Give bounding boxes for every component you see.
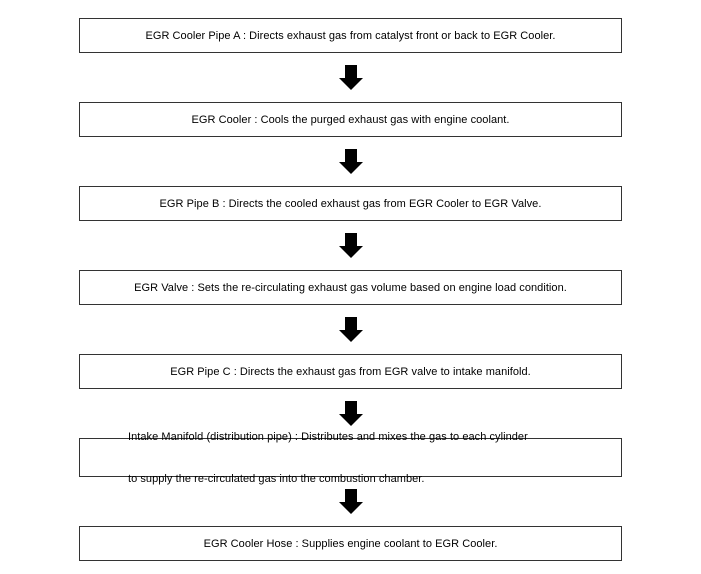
flow-connector-5	[79, 389, 622, 438]
flow-node-label: EGR Pipe C : Directs the exhaust gas fro…	[170, 365, 531, 378]
flow-node-label-line-2: to supply the re-circulated gas into the…	[128, 472, 425, 485]
flow-node-egr-cooler-hose[interactable]: EGR Cooler Hose : Supplies engine coolan…	[79, 526, 622, 561]
flow-connector-1	[79, 53, 622, 102]
flow-node-egr-pipe-c[interactable]: EGR Pipe C : Directs the exhaust gas fro…	[79, 354, 622, 389]
down-arrow-icon	[338, 65, 363, 90]
down-arrow-icon	[338, 401, 363, 426]
down-arrow-icon	[338, 149, 363, 174]
flow-connector-4	[79, 305, 622, 354]
flow-node-label-line-1: Intake Manifold (distribution pipe) : Di…	[128, 430, 528, 443]
flow-connector-3	[79, 221, 622, 270]
flow-node-label: EGR Pipe B : Directs the cooled exhaust …	[159, 197, 542, 210]
flow-node-label: EGR Valve : Sets the re-circulating exha…	[134, 281, 567, 294]
flow-node-egr-pipe-b[interactable]: EGR Pipe B : Directs the cooled exhaust …	[79, 186, 622, 221]
flow-node-egr-cooler-pipe-a[interactable]: EGR Cooler Pipe A : Directs exhaust gas …	[79, 18, 622, 53]
flow-connector-2	[79, 137, 622, 186]
flow-node-egr-valve[interactable]: EGR Valve : Sets the re-circulating exha…	[79, 270, 622, 305]
flow-node-label: EGR Cooler : Cools the purged exhaust ga…	[191, 113, 510, 126]
flowchart-node-stack: EGR Cooler Pipe A : Directs exhaust gas …	[79, 18, 622, 561]
flow-connector-6	[79, 477, 622, 526]
down-arrow-icon	[338, 489, 363, 514]
flow-node-label: EGR Cooler Pipe A : Directs exhaust gas …	[145, 29, 556, 42]
flow-node-label: EGR Cooler Hose : Supplies engine coolan…	[203, 537, 498, 550]
flow-node-egr-cooler[interactable]: EGR Cooler : Cools the purged exhaust ga…	[79, 102, 622, 137]
down-arrow-icon	[338, 233, 363, 258]
flow-node-label: Intake Manifold (distribution pipe) : Di…	[128, 402, 528, 514]
down-arrow-icon	[338, 317, 363, 342]
flow-node-intake-manifold[interactable]: Intake Manifold (distribution pipe) : Di…	[79, 431, 622, 485]
